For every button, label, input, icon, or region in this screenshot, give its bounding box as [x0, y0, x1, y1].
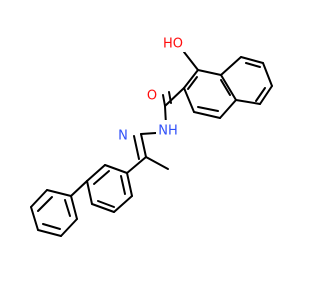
- bond: [37, 229, 62, 237]
- bond: [255, 87, 266, 102]
- bond: [126, 172, 133, 197]
- bond: [91, 203, 115, 213]
- bond: [86, 164, 106, 182]
- bond: [133, 135, 140, 160]
- bond: [70, 180, 88, 197]
- bond: [93, 170, 110, 185]
- bond: [220, 79, 231, 96]
- bond: [262, 62, 273, 87]
- bond: [235, 99, 261, 105]
- bond: [183, 87, 195, 113]
- hydroxyl-label: HO: [163, 37, 183, 52]
- bond: [168, 91, 172, 104]
- bond: [187, 76, 198, 90]
- bond: [64, 199, 71, 217]
- bond: [37, 196, 53, 212]
- bond: [193, 111, 221, 119]
- bond-layer: [30, 51, 273, 237]
- bond: [219, 99, 237, 119]
- bond: [104, 164, 128, 174]
- bond: [126, 156, 147, 174]
- bond: [197, 106, 219, 112]
- bond: [183, 51, 199, 71]
- bond: [183, 69, 199, 89]
- bond: [220, 74, 237, 101]
- bond: [164, 87, 185, 107]
- bond: [86, 180, 93, 205]
- bond: [259, 85, 273, 105]
- bond: [113, 195, 133, 213]
- bond: [245, 62, 261, 68]
- bond: [60, 218, 78, 237]
- bond: [220, 56, 242, 76]
- bond: [240, 56, 264, 64]
- bond: [97, 200, 115, 208]
- bond: [140, 133, 147, 158]
- bond: [42, 223, 61, 230]
- bond: [70, 195, 78, 220]
- bond: [120, 175, 126, 195]
- label-layer: HO O NH N: [115, 34, 185, 144]
- bond: [197, 69, 222, 76]
- amide-nh-label: NH: [158, 124, 178, 139]
- bond: [162, 94, 166, 107]
- bond: [46, 189, 72, 197]
- carbonyl-oxygen-label: O: [147, 89, 157, 104]
- bond: [145, 156, 169, 170]
- structure-diagram: HO O NH N: [30, 34, 273, 237]
- bond: [30, 189, 48, 208]
- imine-nitrogen-label: N: [118, 129, 128, 144]
- bond: [140, 132, 157, 135]
- bond: [30, 206, 39, 231]
